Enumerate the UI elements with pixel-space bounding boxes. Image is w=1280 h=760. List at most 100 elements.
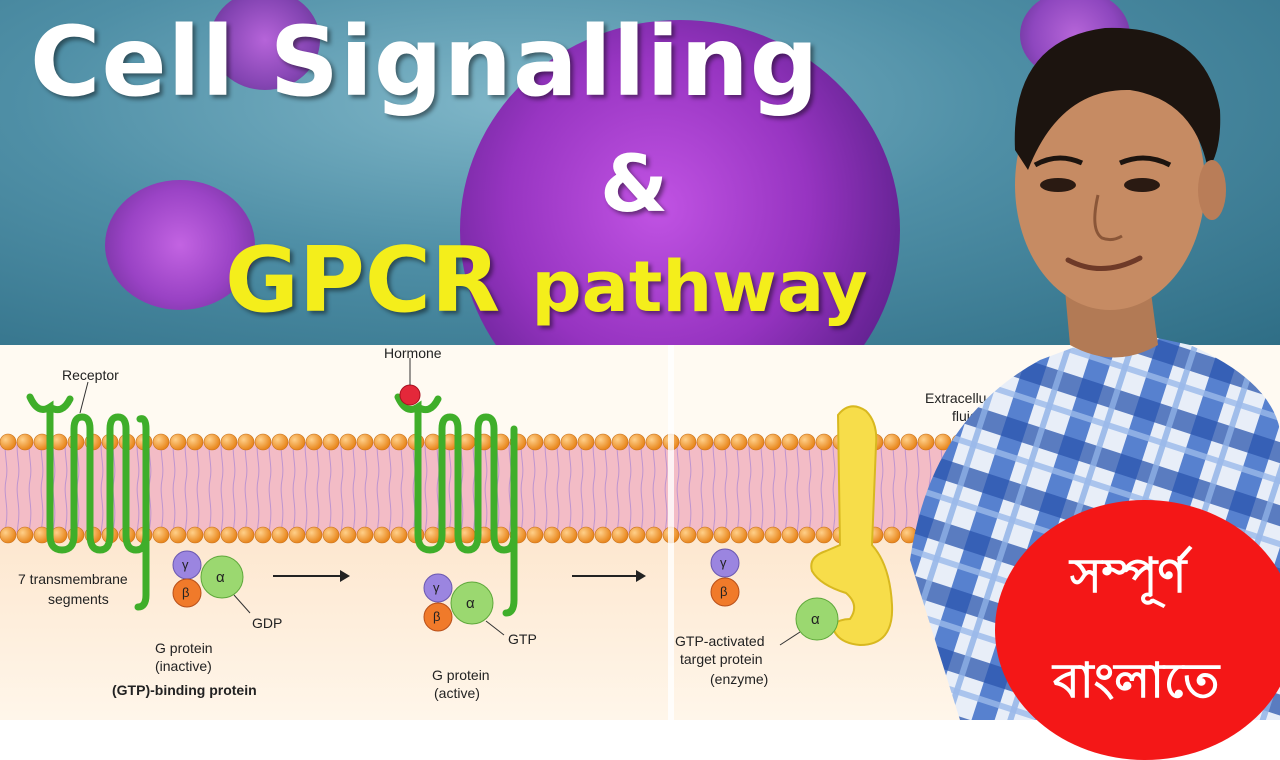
background-cell-large — [460, 20, 900, 345]
lipid-head — [220, 433, 238, 451]
lipid-head — [713, 526, 731, 544]
lipid-head — [628, 433, 646, 451]
lipid-head — [594, 526, 612, 544]
lipid-head — [645, 433, 663, 451]
subunit-alpha-active: α — [466, 595, 475, 612]
lipid-head — [679, 526, 697, 544]
lipid-head — [152, 526, 170, 544]
label-active: (active) — [434, 685, 480, 701]
lipid-head — [560, 526, 578, 544]
lipid-head — [883, 433, 901, 451]
subunit-gamma: γ — [182, 557, 189, 572]
lipid-head — [305, 433, 323, 451]
lipid-head — [16, 526, 34, 544]
lipid-head — [696, 526, 714, 544]
lipid-head — [169, 433, 187, 451]
target-enzyme — [810, 405, 894, 647]
lipid-head — [390, 526, 408, 544]
label-target-protein: target protein — [680, 651, 763, 667]
lipid-head — [798, 526, 816, 544]
lipid-head — [526, 526, 544, 544]
background-cell-top — [210, 0, 320, 90]
lipid-head — [764, 526, 782, 544]
lipid-head — [390, 433, 408, 451]
title-ampersand: & — [600, 140, 669, 230]
bengali-badge: সম্পূর্ণ বাংলাতে — [995, 500, 1280, 760]
lipid-head — [356, 433, 374, 451]
lipid-head — [934, 433, 952, 451]
label-segments: segments — [48, 591, 109, 607]
subunit-gamma-active: γ — [433, 580, 440, 595]
lipid-head — [203, 433, 221, 451]
receptor-inactive — [26, 393, 150, 554]
lipid-head — [713, 433, 731, 451]
lipid-head — [322, 433, 340, 451]
title-gpcr-pathway: GPCR pathway — [225, 228, 868, 333]
lipid-head — [764, 433, 782, 451]
lipid-head — [917, 433, 935, 451]
label-gtp-activated: GTP-activated — [675, 633, 765, 649]
lipid-head — [254, 433, 272, 451]
background-cell-left — [105, 180, 255, 310]
lipid-head — [815, 526, 833, 544]
title-pathway: pathway — [531, 246, 868, 328]
lipid-head — [288, 526, 306, 544]
lipid-head — [781, 526, 799, 544]
label-7-transmembrane: 7 transmembrane — [18, 571, 128, 587]
lipid-head — [543, 526, 561, 544]
subunit-beta-free: β — [720, 584, 728, 599]
hormone-molecule — [399, 384, 421, 406]
label-gprotein-active: G protein — [432, 667, 490, 683]
subunit-alpha: α — [216, 569, 225, 586]
lipid-head — [373, 433, 391, 451]
label-gtp: GTP — [508, 631, 537, 647]
lipid-head — [883, 526, 901, 544]
label-inactive: (inactive) — [155, 658, 212, 674]
label-hormone: Hormone — [384, 345, 442, 361]
title-cell-signalling: Cell Signalling — [30, 6, 820, 118]
subunit-gamma-free: γ — [720, 555, 727, 570]
label-gprotein-inactive: G protein — [155, 640, 213, 656]
lipid-head — [594, 433, 612, 451]
lipid-head — [373, 526, 391, 544]
lipid-head — [526, 433, 544, 451]
lipid-head — [271, 526, 289, 544]
lipid-head — [288, 433, 306, 451]
lipid-head — [0, 433, 17, 451]
lipid-head — [254, 526, 272, 544]
lipid-head — [645, 526, 663, 544]
label-receptor: Receptor — [62, 367, 119, 383]
lipid-head — [747, 526, 765, 544]
lipid-head — [237, 526, 255, 544]
lipid-head — [798, 433, 816, 451]
label-gtp-binding-protein: (GTP)-binding protein — [112, 682, 257, 698]
lipid-head — [271, 433, 289, 451]
lipid-head — [322, 526, 340, 544]
badge-text-sompurno: সম্পূর্ণ — [1070, 550, 1187, 603]
lipid-head — [203, 526, 221, 544]
lipid-head — [339, 526, 357, 544]
label-enzyme: (enzyme) — [710, 671, 769, 687]
lipid-head — [16, 433, 34, 451]
label-gdp: GDP — [252, 615, 283, 631]
lipid-head — [815, 433, 833, 451]
lipid-head — [305, 526, 323, 544]
lipid-head — [356, 526, 374, 544]
lipid-head — [781, 433, 799, 451]
lipid-head — [900, 433, 918, 451]
lipid-head — [152, 433, 170, 451]
lipid-head — [730, 526, 748, 544]
lipid-head — [611, 433, 629, 451]
label-extracellular: Extracellu — [925, 390, 987, 406]
subunit-alpha-bound: α — [811, 611, 820, 628]
title-gpcr: GPCR — [225, 228, 501, 333]
subunit-beta-active: β — [433, 609, 441, 624]
lipid-head — [0, 526, 17, 544]
lipid-head — [628, 526, 646, 544]
lipid-head — [560, 433, 578, 451]
lipid-head — [696, 433, 714, 451]
lipid-head — [577, 433, 595, 451]
lipid-head — [577, 526, 595, 544]
lipid-head — [679, 433, 697, 451]
badge-text-banglate: বাংলাতে — [1053, 655, 1220, 708]
